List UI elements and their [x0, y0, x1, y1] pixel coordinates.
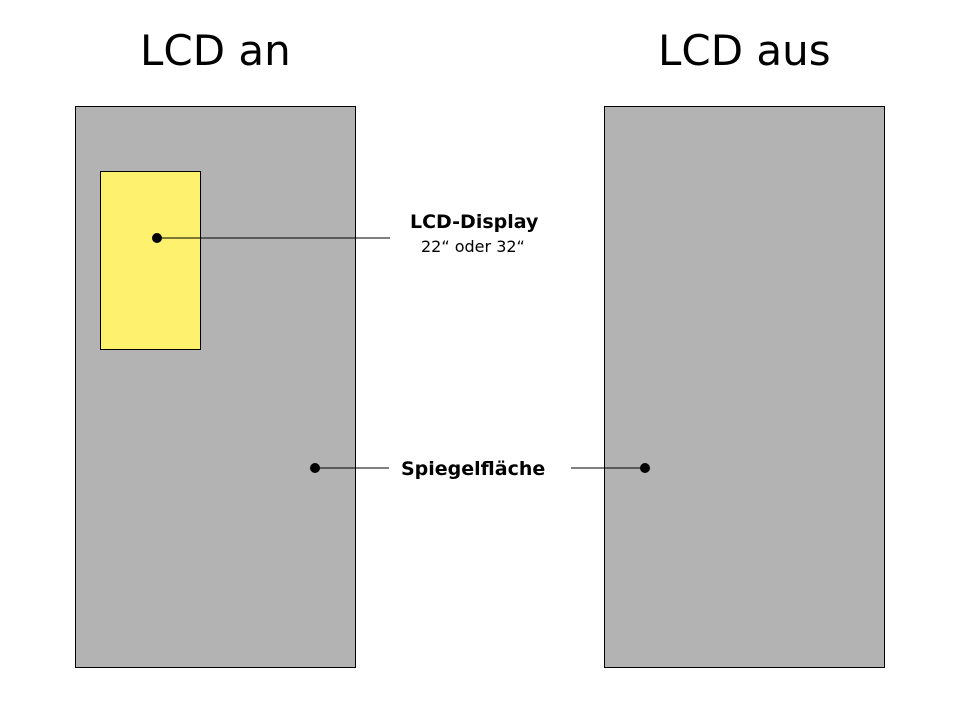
lcd-display-label: LCD-Display	[410, 211, 539, 233]
title-lcd-off: LCD aus	[658, 26, 831, 75]
mirror-surface-label: Spiegelfläche	[401, 458, 546, 480]
mirror-panel-lcd-off	[604, 106, 885, 668]
lcd-display-size-label: 22“ oder 32“	[421, 237, 525, 256]
title-lcd-on: LCD an	[140, 26, 291, 75]
lcd-display-area	[100, 171, 201, 350]
